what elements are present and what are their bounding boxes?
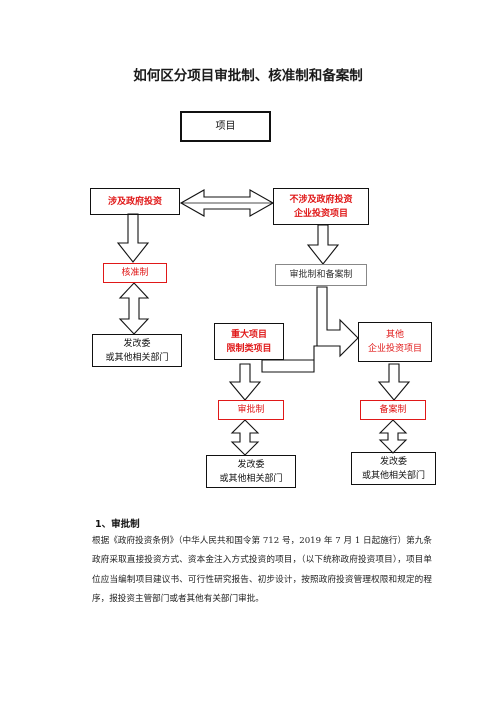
enterprise-investment-project-label: 企业投资项目: [367, 344, 422, 354]
related-departments-label: 或其他相关部门: [219, 473, 283, 484]
record-system-label: 备案制: [379, 405, 407, 415]
review-system-box: 审批制: [218, 400, 284, 420]
related-departments-label: 或其他相关部门: [105, 352, 169, 363]
arrow-bidirectional-vertical: [378, 419, 408, 454]
approval-system-label: 核准制: [121, 268, 149, 278]
arrow-down: [377, 363, 411, 401]
body-paragraph: 根据《政府投资条例》（中华人民共和国令第 712 号，2019 年 7 月 1 …: [92, 536, 450, 604]
major-project-label: 重大项目: [230, 329, 267, 340]
arrow-split: [261, 286, 359, 373]
review-and-record-system-box: 审批制和备案制: [275, 264, 367, 286]
ndrc-middle-box: 发改委 或其他相关部门: [206, 455, 296, 488]
government-investment-box: 涉及政府投资: [90, 188, 180, 215]
ndrc-left-box: 发改委 或其他相关部门: [92, 334, 182, 367]
arrow-down: [116, 213, 150, 263]
ndrc-label: 发改委: [237, 459, 265, 470]
non-government-investment-box: 不涉及政府投资 企业投资项目: [273, 188, 369, 225]
page-title: 如何区分项目审批制、核准制和备案制: [133, 68, 363, 84]
other-enterprise-project-box: 其他 企业投资项目: [358, 322, 432, 362]
record-system-box: 备案制: [360, 400, 426, 420]
ndrc-label: 发改委: [123, 338, 151, 349]
arrow-down: [306, 224, 340, 265]
arrow-bidirectional-vertical: [118, 282, 150, 335]
other-label: 其他: [385, 330, 404, 340]
ndrc-right-box: 发改委 或其他相关部门: [351, 452, 436, 485]
project-label: 项目: [215, 120, 236, 132]
review-and-record-system-label: 审批制和备案制: [289, 270, 353, 280]
approval-system-box: 核准制: [103, 263, 167, 283]
arrow-bidirectional-vertical: [230, 419, 260, 456]
government-investment-label: 涉及政府投资: [107, 196, 162, 207]
section-heading: 1、审批制: [95, 519, 140, 530]
project-box: 项目: [180, 111, 271, 142]
related-departments-label: 或其他相关部门: [361, 470, 425, 481]
arrow-down: [228, 363, 262, 401]
non-government-investment-label: 不涉及政府投资: [289, 194, 353, 205]
restricted-project-label: 限制类项目: [226, 343, 272, 354]
ndrc-label: 发改委: [379, 456, 407, 467]
flowchart-diagram: [116, 189, 411, 456]
major-restricted-project-box: 重大项目 限制类项目: [214, 323, 284, 360]
review-system-label: 审批制: [237, 405, 265, 415]
enterprise-investment-label: 企业投资项目: [293, 208, 348, 219]
